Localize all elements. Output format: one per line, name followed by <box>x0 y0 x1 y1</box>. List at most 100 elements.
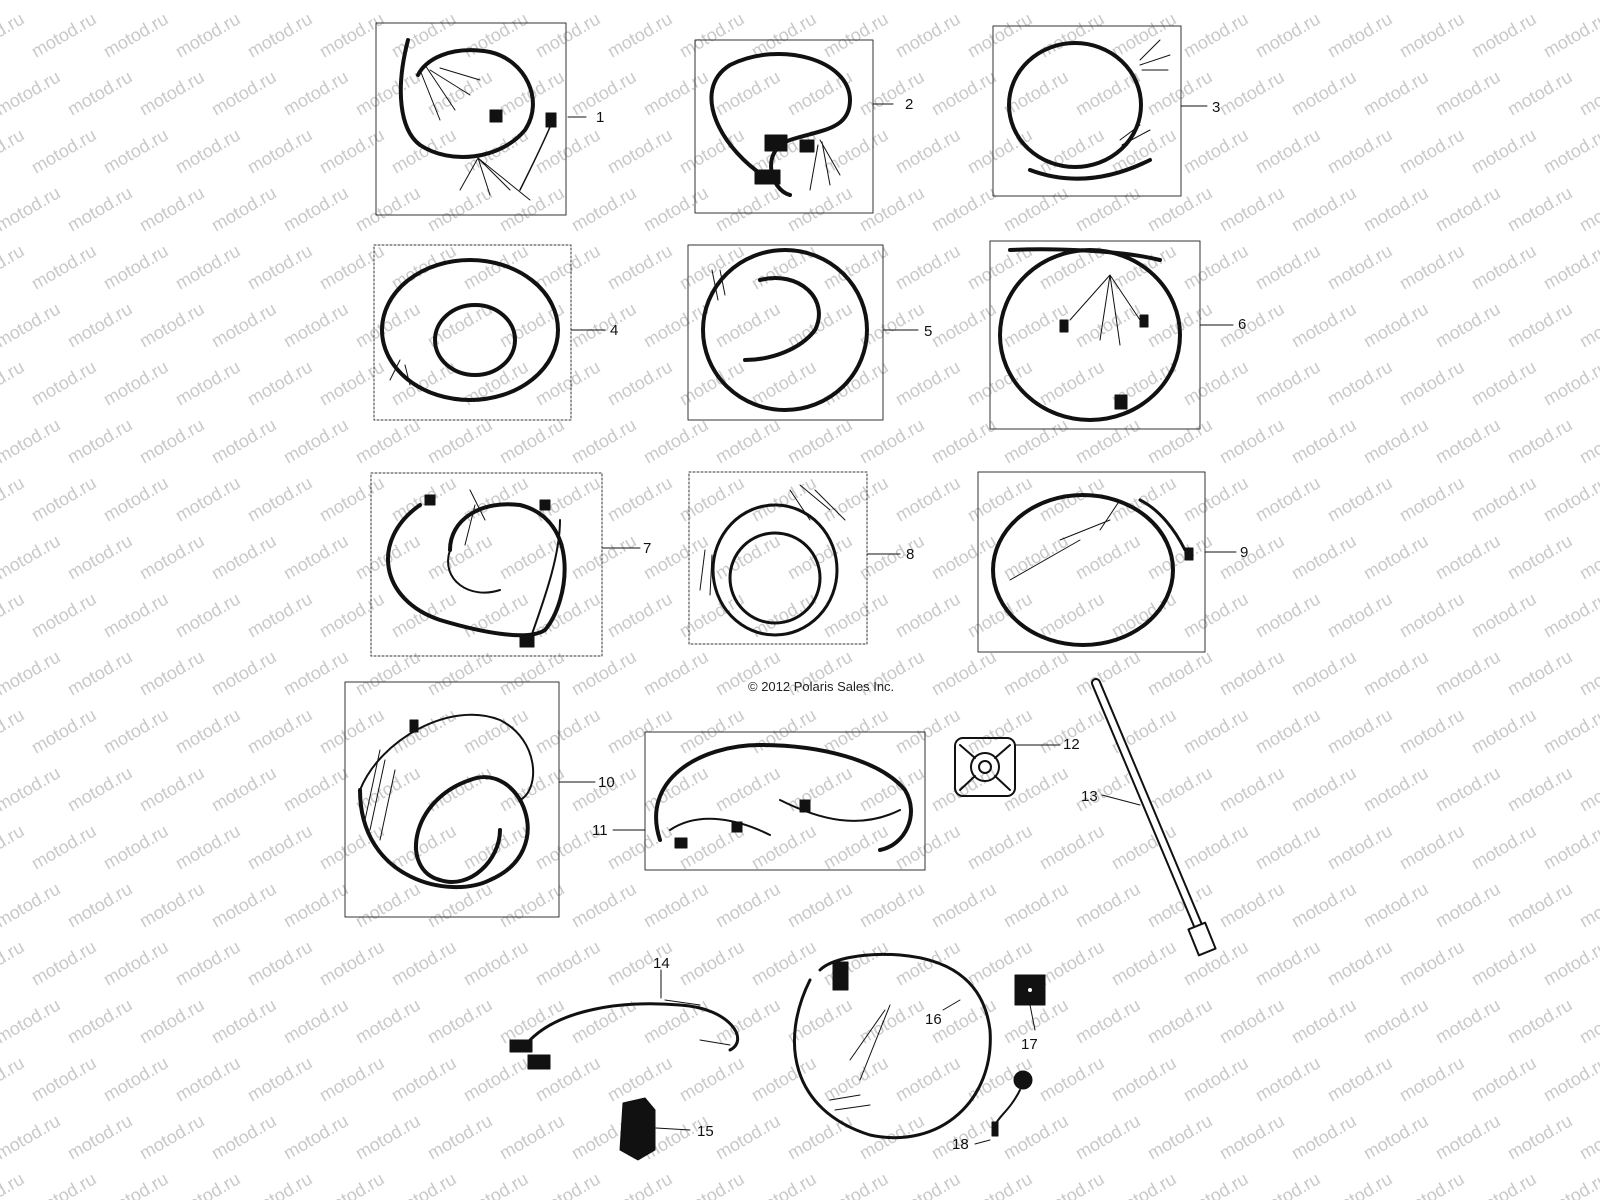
watermark-text: motod.ru <box>1252 1053 1324 1106</box>
watermark-text: motod.ru <box>1144 67 1216 120</box>
watermark-text: motod.ru <box>1036 1169 1108 1200</box>
watermark-text: motod.ru <box>28 937 100 990</box>
watermark-text: motod.ru <box>28 821 100 874</box>
watermark-text: motod.ru <box>1432 763 1504 816</box>
watermark-text: motod.ru <box>1180 125 1252 178</box>
watermark-text: motod.ru <box>1504 415 1576 468</box>
watermark-text: motod.ru <box>424 183 496 236</box>
watermark-text: motod.ru <box>892 473 964 526</box>
watermark-text: motod.ru <box>424 995 496 1048</box>
watermark-text: motod.ru <box>568 995 640 1048</box>
watermark-text: motod.ru <box>424 763 496 816</box>
watermark-text: motod.ru <box>208 67 280 120</box>
watermark-text: motod.ru <box>1360 995 1432 1048</box>
watermark-text: motod.ru <box>1036 1053 1108 1106</box>
watermark-text: motod.ru <box>532 125 604 178</box>
watermark-text: motod.ru <box>1288 763 1360 816</box>
watermark-text: motod.ru <box>1576 0 1600 3</box>
watermark-text: motod.ru <box>928 531 1000 584</box>
watermark-text: motod.ru <box>1108 1169 1180 1200</box>
part-15-bracket <box>619 1097 691 1161</box>
watermark-text: motod.ru <box>676 1053 748 1106</box>
watermark-text: motod.ru <box>928 0 1000 3</box>
watermark-text: motod.ru <box>1468 1053 1540 1106</box>
watermark-text: motod.ru <box>1540 821 1600 874</box>
watermark-text: motod.ru <box>604 821 676 874</box>
watermark-text: motod.ru <box>1360 879 1432 932</box>
watermark-text: motod.ru <box>208 299 280 352</box>
watermark-text: motod.ru <box>1144 1111 1216 1164</box>
watermark-text: motod.ru <box>1360 763 1432 816</box>
watermark-text: motod.ru <box>892 821 964 874</box>
watermark-text: motod.ru <box>496 0 568 3</box>
watermark-text: motod.ru <box>964 821 1036 874</box>
watermark-text: motod.ru <box>280 67 352 120</box>
watermark-text: motod.ru <box>964 9 1036 62</box>
watermark-text: motod.ru <box>1396 937 1468 990</box>
watermark-text: motod.ru <box>820 705 892 758</box>
watermark-text: motod.ru <box>1360 0 1432 3</box>
watermark-text: motod.ru <box>1396 357 1468 410</box>
watermark-text: motod.ru <box>712 299 784 352</box>
watermark-text: motod.ru <box>1576 879 1600 932</box>
watermark-text: motod.ru <box>676 589 748 642</box>
watermark-text: motod.ru <box>1504 879 1576 932</box>
watermark-text: motod.ru <box>604 125 676 178</box>
watermark-text: motod.ru <box>1576 415 1600 468</box>
watermark-text: motod.ru <box>640 763 712 816</box>
watermark-text: motod.ru <box>1504 1111 1576 1164</box>
watermark-text: motod.ru <box>1000 647 1072 700</box>
watermark-text: motod.ru <box>64 995 136 1048</box>
watermark-text: motod.ru <box>136 67 208 120</box>
watermark-text: motod.ru <box>280 183 352 236</box>
callout-7: 7 <box>643 540 652 557</box>
watermark-text: motod.ru <box>208 0 280 3</box>
watermark-text: motod.ru <box>1288 531 1360 584</box>
watermark-text: motod.ru <box>676 937 748 990</box>
watermark-text: motod.ru <box>1540 589 1600 642</box>
watermark-text: motod.ru <box>316 705 388 758</box>
part-4-harness <box>373 244 606 421</box>
watermark-text: motod.ru <box>0 473 28 526</box>
watermark-text: motod.ru <box>208 183 280 236</box>
watermark-text: motod.ru <box>820 125 892 178</box>
watermark-text: motod.ru <box>100 1053 172 1106</box>
watermark-text: motod.ru <box>424 1111 496 1164</box>
part-13-conduit <box>1091 678 1217 957</box>
watermark-text: motod.ru <box>1180 821 1252 874</box>
watermark-text: motod.ru <box>1396 705 1468 758</box>
watermark-text: motod.ru <box>388 473 460 526</box>
watermark-text: motod.ru <box>1504 763 1576 816</box>
watermark-text: motod.ru <box>100 125 172 178</box>
watermark-text: motod.ru <box>1432 647 1504 700</box>
watermark-text: motod.ru <box>100 473 172 526</box>
watermark-text: motod.ru <box>1396 125 1468 178</box>
watermark-text: motod.ru <box>1360 299 1432 352</box>
part-12-connector <box>954 737 1061 797</box>
callout-3: 3 <box>1212 99 1221 116</box>
watermark-text: motod.ru <box>172 125 244 178</box>
watermark-text: motod.ru <box>604 589 676 642</box>
watermark-text: motod.ru <box>0 589 28 642</box>
watermark-text: motod.ru <box>1072 415 1144 468</box>
watermark-text: motod.ru <box>0 705 28 758</box>
watermark-text: motod.ru <box>928 415 1000 468</box>
watermark-text: motod.ru <box>1288 879 1360 932</box>
watermark-text: motod.ru <box>280 1111 352 1164</box>
watermark-text: motod.ru <box>1144 415 1216 468</box>
watermark-text: motod.ru <box>1432 531 1504 584</box>
watermark-text: motod.ru <box>0 879 64 932</box>
watermark-text: motod.ru <box>1504 647 1576 700</box>
watermark-text: motod.ru <box>1216 531 1288 584</box>
watermark-text: motod.ru <box>1072 531 1144 584</box>
watermark-text: motod.ru <box>568 531 640 584</box>
watermark-text: motod.ru <box>748 1053 820 1106</box>
watermark-text: motod.ru <box>172 1053 244 1106</box>
watermark-text: motod.ru <box>1468 937 1540 990</box>
watermark-text: motod.ru <box>1504 0 1576 3</box>
watermark-text: motod.ru <box>712 0 784 3</box>
watermark-text: motod.ru <box>28 9 100 62</box>
watermark-text: motod.ru <box>136 0 208 3</box>
watermark-text: motod.ru <box>1468 125 1540 178</box>
watermark-text: motod.ru <box>1540 1053 1600 1106</box>
